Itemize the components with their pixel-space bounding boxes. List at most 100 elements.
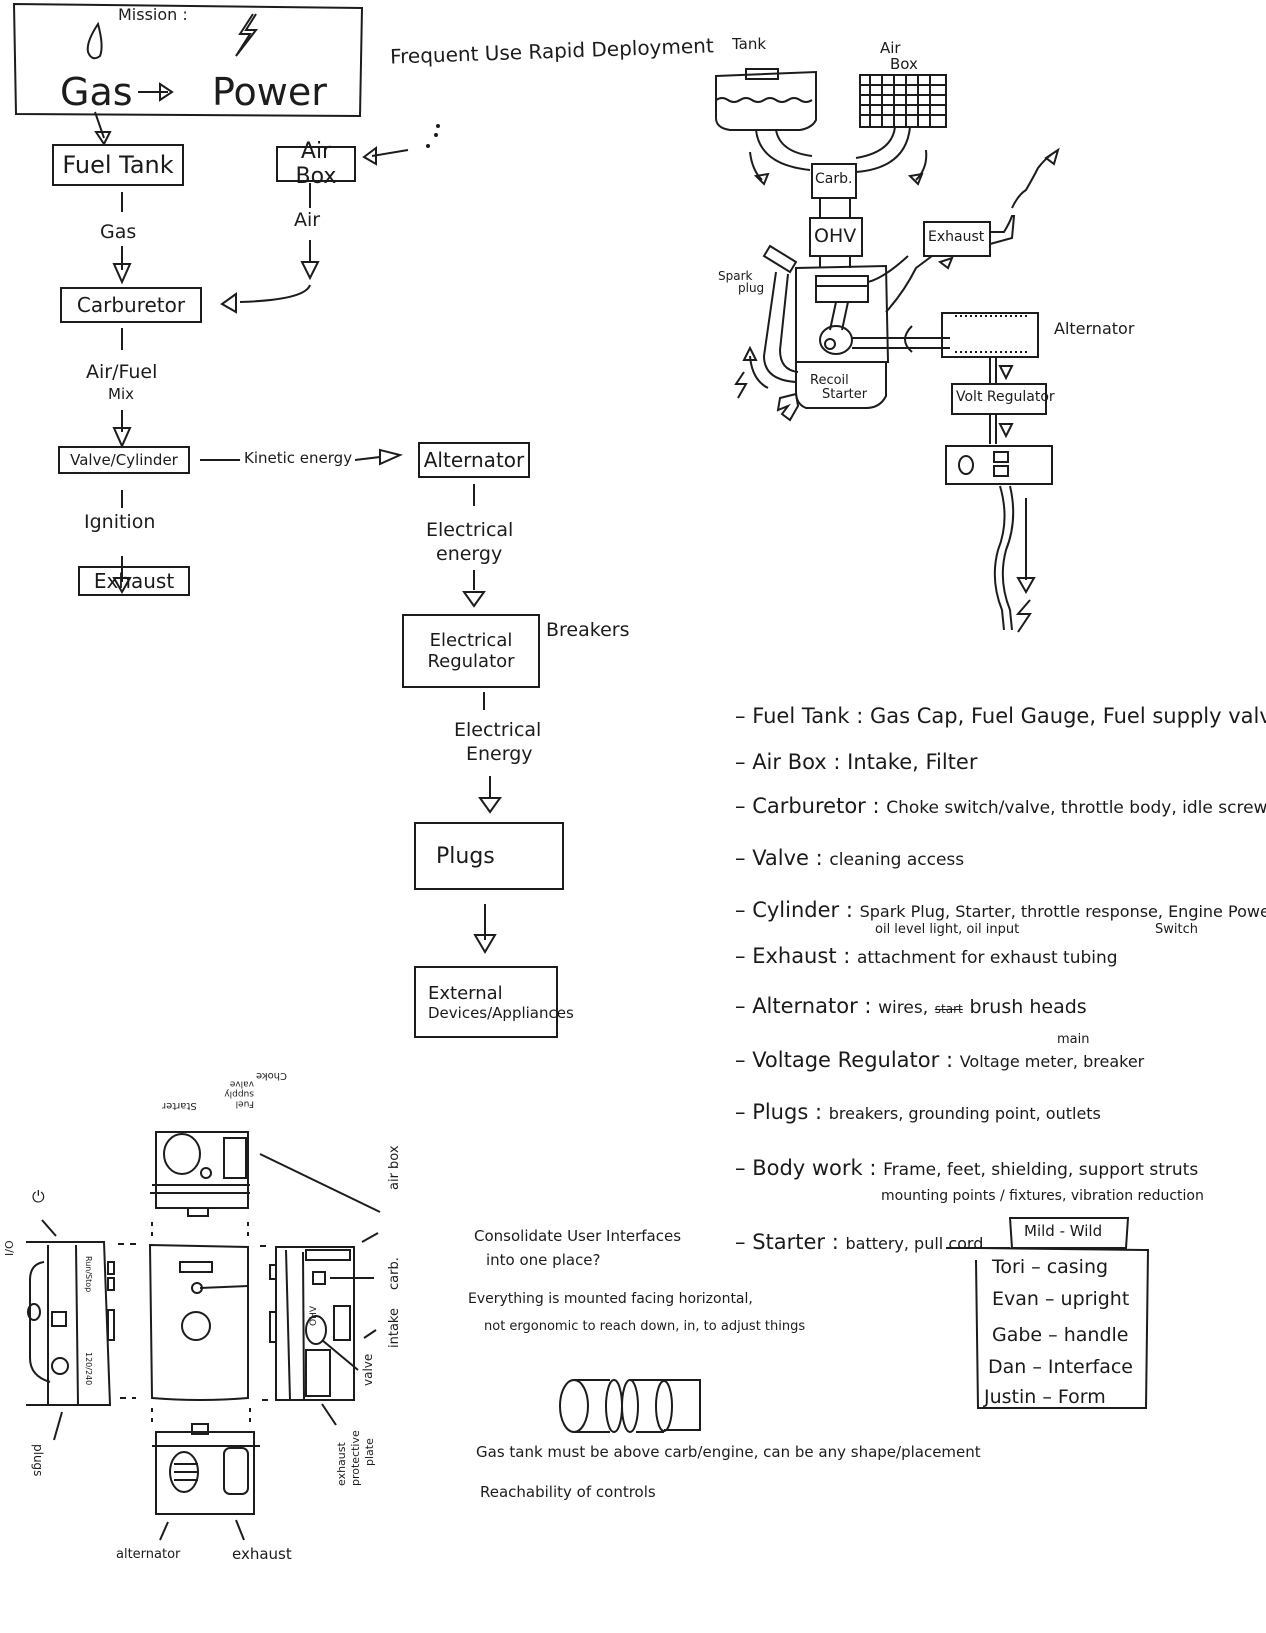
member-role: casing [1046, 1256, 1109, 1278]
elec-label-2: energy [436, 543, 503, 565]
ortho-airbox-label: air box [387, 1145, 402, 1190]
feature-item: – Valve : cleaning access [735, 846, 965, 870]
feature-part: Body work [752, 1156, 863, 1180]
feature-detail: battery, pull cord [845, 1234, 984, 1253]
member-name: Justin [984, 1386, 1037, 1408]
engine-tank-label: Tank [732, 35, 767, 53]
ortho-exhaust-plate-2: protective [349, 1430, 362, 1486]
feature-item: – Starter : battery, pull cord [735, 1230, 984, 1254]
feature-detail: brush heads [969, 996, 1087, 1018]
ortho-intake-label: intake [387, 1308, 402, 1348]
member-name: Tori [992, 1256, 1026, 1278]
member-role: Interface [1047, 1356, 1133, 1378]
ortho-exhaust-plate-1: exhaust [335, 1442, 348, 1486]
feature-detail: breakers, grounding point, outlets [828, 1104, 1101, 1123]
mission-to: Power [212, 70, 327, 114]
feature-detail: Intake, Filter [847, 750, 978, 774]
external-line-2: Devices/Appliances [428, 1003, 574, 1022]
regulator-line-1: Electrical [429, 630, 513, 651]
engine-recoil-label-1: Recoil [810, 373, 849, 388]
fuel-tank-box: Fuel Tank [52, 144, 184, 186]
carburetor-box: Carburetor [60, 287, 202, 323]
regulator-line-2: Regulator [427, 651, 515, 672]
feature-item: – Body work : Frame, feet, shielding, su… [735, 1156, 1204, 1204]
ortho-fuel-valve-label: Fuel supply valve [224, 1078, 254, 1109]
feature-item: – Air Box : Intake, Filter [735, 750, 978, 774]
alternator-box: Alternator [418, 442, 530, 478]
engine-sketch [715, 68, 1060, 633]
elec-label-1: Electrical [426, 519, 514, 541]
feature-item: – Carburetor : Choke switch/valve, throt… [735, 794, 1266, 818]
feature-detail: Voltage meter, breaker [959, 1052, 1145, 1071]
note-horizontal-2: not ergonomic to reach down, in, to adju… [484, 1319, 806, 1334]
elec2-label-1: Electrical [454, 719, 542, 741]
air-box-box: Air Box [276, 139, 356, 189]
feature-subdetail: mounting points / fixtures, vibration re… [881, 1188, 1204, 1204]
exhaust-box: Exhaust [78, 566, 190, 596]
feature-detail: Frame, feet, shielding, support struts [883, 1160, 1199, 1180]
ignition-label: Ignition [84, 511, 156, 533]
feature-item: – Alternator : wires, start brush heads [735, 994, 1087, 1018]
engine-ohv-label: OHV [814, 225, 857, 247]
team-member: Tori – casing [992, 1256, 1109, 1278]
kinetic-label: Kinetic energy [244, 449, 353, 467]
ortho-ohv-label: OHV [309, 1305, 319, 1326]
engine-exhaust-label: Exhaust [928, 229, 985, 245]
feature-detail: Gas Cap, Fuel Gauge, Fuel supply valve [870, 704, 1266, 728]
engine-carb-label: Carb. [815, 171, 853, 187]
member-name: Dan [988, 1356, 1027, 1378]
feature-part: Plugs [752, 1100, 809, 1124]
feature-item: – Voltage Regulator : Voltage meter, bre… [735, 1032, 1145, 1072]
air-label: Air [294, 209, 321, 231]
lightning-icon [235, 13, 259, 57]
note-gas-tank: Gas tank must be above carb/engine, can … [476, 1443, 981, 1461]
plugs-box: Plugs [414, 822, 564, 890]
feature-part: Air Box [752, 750, 827, 774]
team-member: Evan – upright [992, 1288, 1130, 1310]
ortho-starter-label: Starter [162, 1100, 197, 1111]
engine-recoil-label-2: Starter [822, 387, 868, 402]
ortho-alternator-label: alternator [116, 1547, 181, 1562]
breakers-label: Breakers [546, 619, 630, 641]
engine-spark-label-1: Spark [718, 269, 753, 283]
member-name: Gabe [992, 1324, 1043, 1346]
feature-item: – Exhaust : attachment for exhaust tubin… [735, 944, 1118, 968]
member-role: Form [1057, 1386, 1106, 1408]
member-name: Evan [992, 1288, 1039, 1310]
team-member: Gabe – handle [992, 1324, 1129, 1346]
feature-struck: start [934, 1002, 963, 1016]
ortho-carb-label: carb. [387, 1257, 402, 1290]
feature-detail: wires, [878, 998, 929, 1018]
ortho-run-stop-label: Run/Stop [84, 1256, 93, 1293]
note-consolidate-2: into one place? [486, 1251, 601, 1269]
feature-item: – Cylinder : Spark Plug, Starter, thrott… [735, 898, 1266, 937]
valve-cylinder-box: Valve/Cylinder [58, 446, 190, 474]
feature-subdetail: oil level light, oil input [875, 922, 1020, 937]
feature-detail: Choke switch/valve, throttle body, idle … [886, 798, 1266, 818]
note-consolidate-1: Consolidate User Interfaces [474, 1227, 682, 1245]
feature-detail: cleaning access [829, 850, 965, 870]
feature-part: Starter [752, 1230, 826, 1254]
member-role: handle [1063, 1324, 1129, 1346]
engine-spark-label-2: plug [738, 281, 765, 295]
engine-airbox-label-2: Box [890, 55, 918, 73]
mission-label: Mission : [118, 5, 188, 24]
feature-part: Carburetor [752, 794, 866, 818]
gas-droplet-icon [86, 21, 103, 60]
engine-alternator-label: Alternator [1054, 319, 1135, 338]
engine-airbox-label-1: Air [880, 39, 901, 57]
electrical-regulator-box: Electrical Regulator [402, 614, 540, 688]
ortho-voltage-label: 120/240 [84, 1352, 93, 1386]
mission-from: Gas [60, 70, 133, 114]
external-devices-box: External Devices/Appliances [414, 966, 574, 1038]
member-role: upright [1060, 1288, 1130, 1310]
feature-subdetail: Switch [1155, 922, 1198, 937]
ortho-io-label: I/O [3, 1240, 16, 1256]
ortho-exhaust-plate-3: plate [363, 1438, 376, 1466]
feature-detail: Spark Plug, Starter, throttle response, … [859, 902, 1266, 921]
power-symbol-icon: ⏻ [32, 1187, 45, 1206]
feature-item: – Fuel Tank : Gas Cap, Fuel Gauge, Fuel … [735, 704, 1266, 728]
ortho-valve-label: valve [361, 1353, 375, 1386]
feature-part: Fuel Tank [752, 704, 850, 728]
feature-part: Valve [752, 846, 809, 870]
